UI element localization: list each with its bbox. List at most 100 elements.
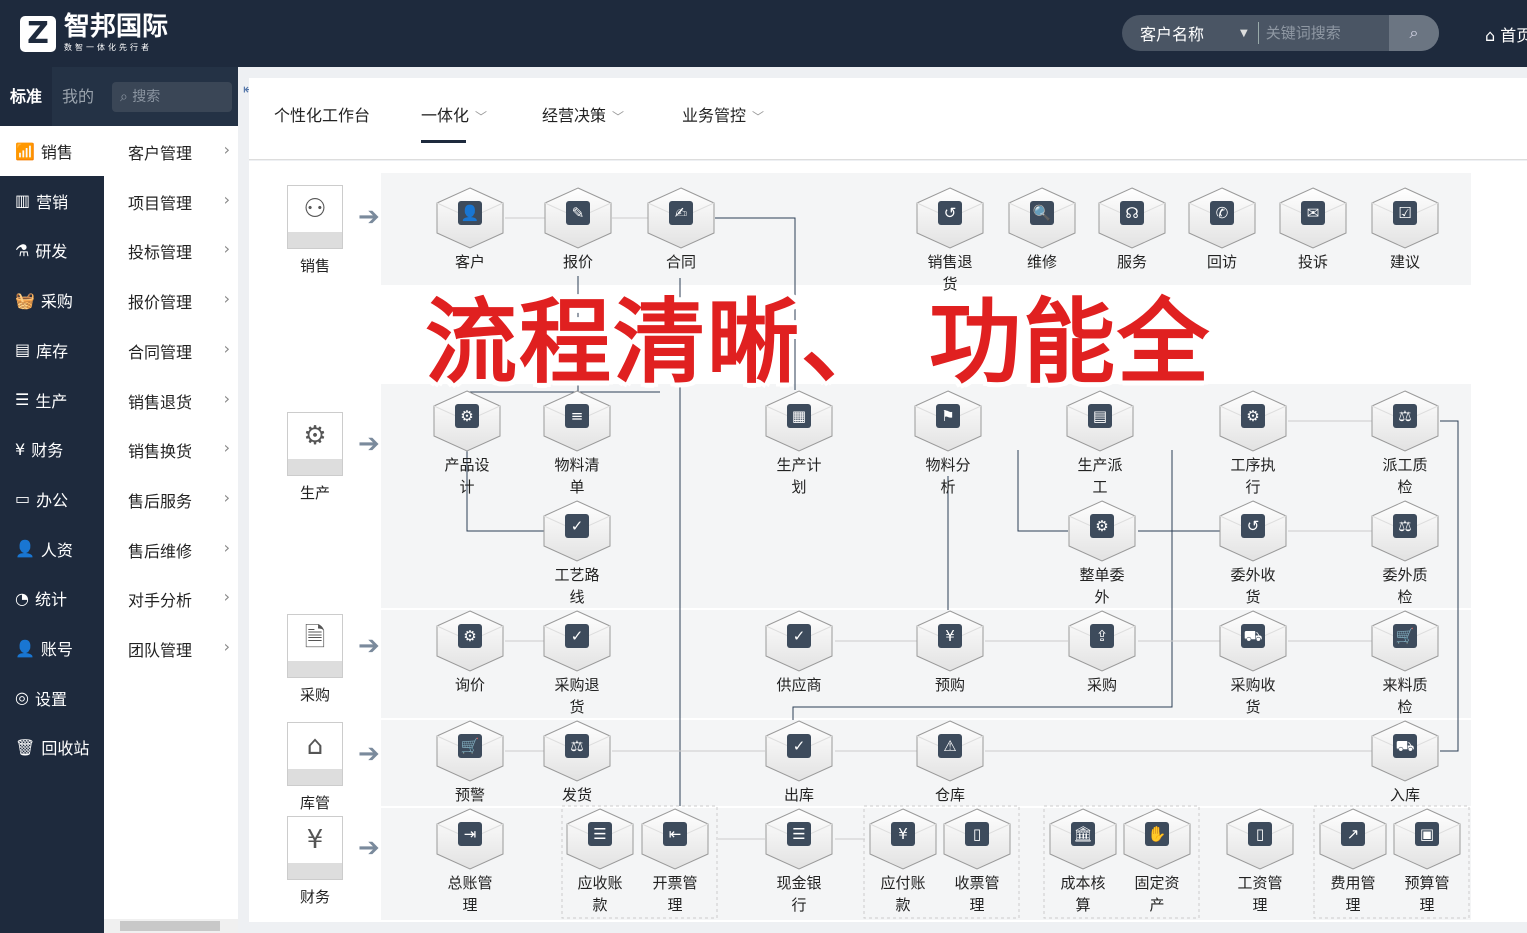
node-icon: 🛒: [1393, 624, 1417, 648]
sidebar-item[interactable]: 🧺采购: [0, 275, 104, 325]
flow-node[interactable]: ✋固定资产: [1122, 808, 1192, 916]
flow-node[interactable]: ✓工艺路线: [542, 500, 612, 608]
flow-node[interactable]: ⚠仓库: [915, 720, 985, 806]
node-icon: ⇤: [663, 822, 687, 846]
sidebar-item[interactable]: 🗑回收站: [0, 722, 104, 772]
sidebar-item[interactable]: ▤库存: [0, 325, 104, 375]
flow-node[interactable]: ⚑物料分析: [913, 390, 983, 498]
flow-node[interactable]: ≡物料清单: [542, 390, 612, 498]
submenu-item[interactable]: 报价管理›: [128, 289, 236, 313]
node-icon: ▯: [965, 822, 989, 846]
flow-node[interactable]: ✓出库: [764, 720, 834, 806]
flow-node[interactable]: ⇤开票管理: [640, 808, 710, 916]
caret-down-icon[interactable]: ▼: [1240, 27, 1248, 39]
flow-node[interactable]: ⚖委外质检: [1370, 500, 1440, 608]
submenu-item[interactable]: 销售换货›: [128, 438, 236, 462]
flow-node[interactable]: ☰应收账款: [565, 808, 635, 916]
sidebar-item[interactable]: 📶销售: [0, 126, 104, 176]
collapse-sidebar-icon[interactable]: ⇤: [243, 82, 255, 98]
scrollbar-thumb[interactable]: [120, 921, 220, 931]
submenu-item[interactable]: 客户管理›: [128, 140, 236, 164]
chevron-right-icon: ›: [223, 140, 230, 159]
node-label: 整单委外: [1079, 566, 1125, 606]
submenu-item[interactable]: 合同管理›: [128, 339, 236, 363]
flow-node[interactable]: ▯工资管理: [1225, 808, 1295, 916]
flow-node[interactable]: ↺销售退货: [915, 187, 985, 295]
logo[interactable]: Z 智邦国际数智一体化先行者: [20, 14, 168, 53]
module-warehouse[interactable]: ⌂库管: [287, 722, 343, 812]
flow-node[interactable]: ⇪采购: [1067, 610, 1137, 696]
module-org[interactable]: ⚇销售: [287, 185, 343, 275]
search-input[interactable]: 关键词搜索: [1257, 22, 1389, 44]
tab-mine[interactable]: 我的: [61, 87, 94, 106]
node-icon: ¥: [891, 822, 915, 846]
submenu-item[interactable]: 销售退货›: [128, 389, 236, 413]
flow-node[interactable]: 🏛成本核算: [1048, 808, 1118, 916]
flow-node[interactable]: ☰现金银行: [764, 808, 834, 916]
flow-node[interactable]: ⚙产品设计: [432, 390, 502, 498]
node-label: 生产计划: [776, 456, 822, 496]
tab-standard[interactable]: 标准: [0, 67, 52, 126]
sidebar-item[interactable]: ▥营销: [0, 176, 104, 226]
flow-node[interactable]: ▦生产计划: [764, 390, 834, 498]
sidebar-item[interactable]: ▭办公: [0, 474, 104, 524]
node-icon: ☑: [1393, 201, 1417, 225]
sidebar-item[interactable]: ◔统计: [0, 573, 104, 623]
node-icon: ¥: [938, 624, 962, 648]
warehouse-icon: ⌂: [287, 722, 343, 786]
flow-node[interactable]: ⛟入库: [1370, 720, 1440, 806]
flow-node[interactable]: ⚙询价: [435, 610, 505, 696]
flow-node[interactable]: ✓采购退货: [542, 610, 612, 718]
module-doc[interactable]: 🗎采购: [287, 614, 343, 704]
flow-node[interactable]: ☑建议: [1370, 187, 1440, 273]
flow-node[interactable]: ⚖发货: [542, 720, 612, 806]
submenu-item[interactable]: 项目管理›: [128, 190, 236, 214]
flow-node[interactable]: ⇥总账管理: [435, 808, 505, 916]
flow-node[interactable]: 🔍维修: [1007, 187, 1077, 273]
flow-node[interactable]: ✍合同: [646, 187, 716, 273]
flow-node[interactable]: ▣预算管理: [1392, 808, 1462, 916]
flow-node[interactable]: ↺委外收货: [1218, 500, 1288, 608]
flow-node[interactable]: ✉投诉: [1278, 187, 1348, 273]
flow-node[interactable]: ☊服务: [1097, 187, 1167, 273]
flow-node[interactable]: 👤客户: [435, 187, 505, 273]
flow-node[interactable]: ⛟采购收货: [1218, 610, 1288, 718]
tab-control[interactable]: 业务管控﹀: [682, 102, 764, 126]
sidebar-item[interactable]: ¥财务: [0, 424, 104, 474]
flow-node[interactable]: ⚙工序执行: [1218, 390, 1288, 498]
sidebar-item[interactable]: ⚗研发: [0, 225, 104, 275]
sidebar-item[interactable]: 👤人资: [0, 524, 104, 574]
submenu-item[interactable]: 团队管理›: [128, 637, 236, 661]
module-robot-arm[interactable]: ⚙生产: [287, 412, 343, 502]
submenu-item[interactable]: 对手分析›: [128, 587, 236, 611]
tab-integration[interactable]: 一体化﹀: [421, 102, 487, 126]
module-yen-doc[interactable]: ¥财务: [287, 816, 343, 906]
flow-node[interactable]: ✎报价: [543, 187, 613, 273]
flow-node[interactable]: 🛒预警: [435, 720, 505, 806]
submenu-item[interactable]: 投标管理›: [128, 239, 236, 263]
flow-node[interactable]: ⚙整单委外: [1067, 500, 1137, 608]
flow-node[interactable]: ¥预购: [915, 610, 985, 696]
submenu-item[interactable]: 售后维修›: [128, 538, 236, 562]
flow-node[interactable]: ¥应付账款: [868, 808, 938, 916]
flow-node[interactable]: ▯收票管理: [942, 808, 1012, 916]
flow-node[interactable]: ▤生产派工: [1065, 390, 1135, 498]
sidebar-search-input[interactable]: ⌕ 搜索: [112, 81, 232, 112]
node-icon: ⚙: [1241, 404, 1265, 428]
sidebar-item[interactable]: ◎设置: [0, 673, 104, 723]
sidebar-item[interactable]: ☰生产: [0, 375, 104, 425]
chevron-right-icon: ›: [223, 239, 230, 259]
tab-decision[interactable]: 经营决策﹀: [542, 102, 624, 126]
search-field-select[interactable]: 客户名称: [1140, 25, 1205, 44]
flow-node[interactable]: 🛒来料质检: [1370, 610, 1440, 718]
horizontal-scrollbar[interactable]: [104, 919, 238, 933]
sidebar-item[interactable]: 👤账号: [0, 623, 104, 673]
submenu-item[interactable]: 售后服务›: [128, 488, 236, 512]
home-link[interactable]: ⌂ 首页: [1485, 22, 1527, 46]
tab-workbench[interactable]: 个性化工作台: [274, 106, 371, 125]
flow-node[interactable]: ✆回访: [1187, 187, 1257, 273]
flow-node[interactable]: ✓供应商: [764, 610, 834, 696]
flow-node[interactable]: ⚖派工质检: [1370, 390, 1440, 498]
search-button[interactable]: ⌕: [1389, 15, 1439, 51]
flow-node[interactable]: ↗费用管理: [1318, 808, 1388, 916]
